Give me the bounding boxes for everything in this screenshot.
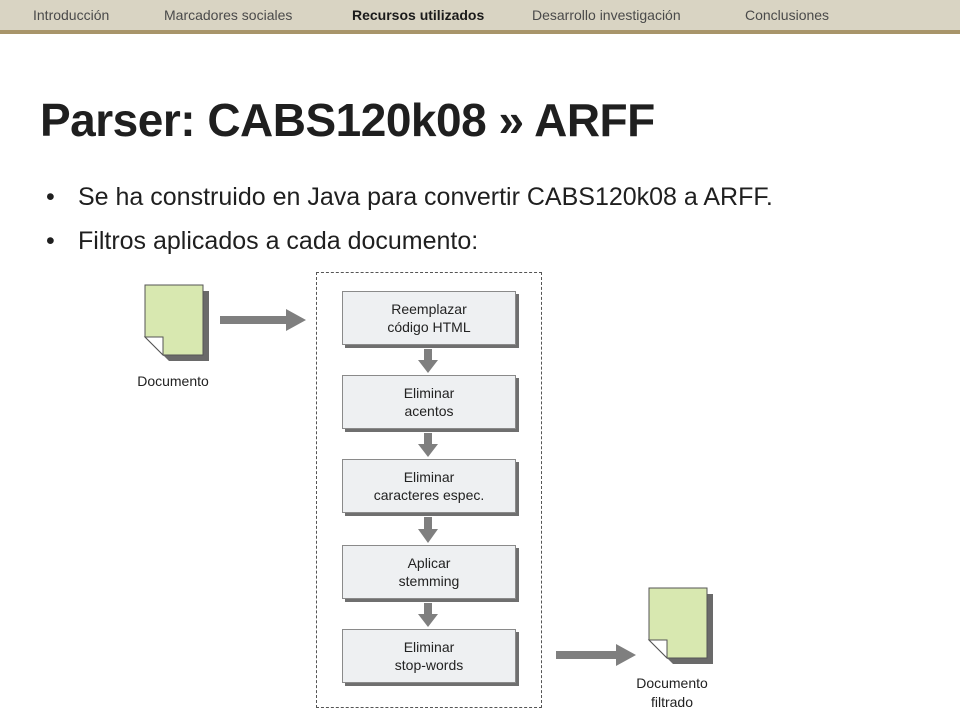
filter-step-line: caracteres espec. [373,487,485,503]
arrow-right-icon [556,644,636,666]
output-document-label-line: Documento [636,675,708,691]
output-document-label-line: filtrado [650,694,694,710]
arrow-right-icon [220,309,306,331]
bullet-text: Filtros aplicados a cada documento: [78,227,479,255]
input-document-icon [143,284,209,361]
top-navigation: Introducción Marcadores sociales Recurso… [0,0,960,34]
filter-step-line: Eliminar [403,469,455,485]
filter-step-line: Eliminar [403,385,455,401]
nav-item-introduccion[interactable]: Introducción [33,7,110,23]
nav-item-desarrollo-investigacion[interactable]: Desarrollo investigación [532,7,681,23]
filter-step-eliminar-caracteres: Eliminar caracteres espec. [342,459,516,513]
bullet-dot: • [46,183,55,211]
bullet-item: • Se ha construido en Java para converti… [46,175,773,219]
slide-title: Parser: CABS120k08 » ARFF [40,94,655,146]
filter-step-line: Eliminar [403,639,455,655]
arrow-down-icon [418,349,438,373]
arrow-down-icon [418,603,438,627]
filter-step-eliminar-acentos: Eliminar acentos [342,375,516,429]
nav-underline [0,30,960,34]
filter-step-aplicar-stemming: Aplicar stemming [342,545,516,599]
filter-step-line: Reemplazar [391,301,467,317]
output-document-label: Documento filtrado [624,674,720,712]
filter-step-line: stop-words [394,657,464,673]
filter-step-line: código HTML [387,319,471,335]
nav-item-conclusiones[interactable]: Conclusiones [745,7,830,23]
filter-step-reemplazar-html: Reemplazar código HTML [342,291,516,345]
nav-bar-background [0,0,960,30]
filter-step-eliminar-stopwords: Eliminar stop-words [342,629,516,683]
bullet-list: • Se ha construido en Java para converti… [46,175,773,263]
bullet-item: • Filtros aplicados a cada documento: [46,219,773,263]
output-document-icon [647,587,713,664]
filter-pipeline-frame [316,272,542,708]
arrow-down-icon [418,517,438,543]
input-document-label: Documento [137,373,209,389]
nav-item-recursos-utilizados[interactable]: Recursos utilizados [352,7,485,23]
filter-step-line: Aplicar [407,555,451,571]
filter-step-line: acentos [404,403,454,419]
bullet-text: Se ha construido en Java para convertir … [78,183,773,211]
bullet-dot: • [46,227,55,255]
nav-item-marcadores-sociales[interactable]: Marcadores sociales [164,7,293,23]
filter-step-line: stemming [398,573,460,589]
arrow-down-icon [418,433,438,457]
